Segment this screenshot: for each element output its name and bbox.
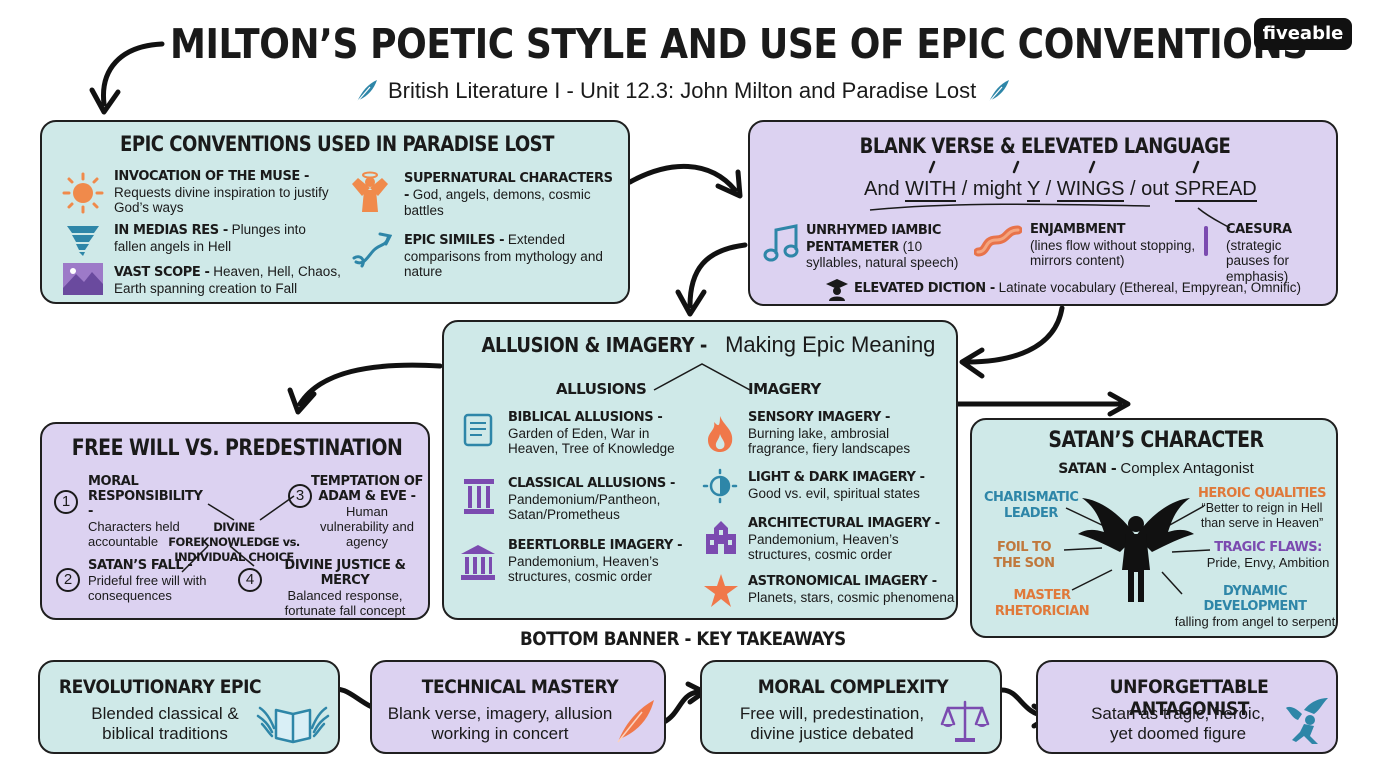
trait-heroic: HEROIC QUALITIES “Better to reign in Hel… [1197, 486, 1327, 530]
wave-icon [974, 225, 1022, 257]
subtitle-text: British Literature I - Unit 12.3: John M… [388, 78, 977, 103]
banner-heading: BOTTOM BANNER - KEY TAKEAWAYS [520, 628, 846, 650]
numbered-circle: 2 [56, 568, 80, 592]
angel-icon [352, 171, 388, 212]
imagery-sensory: SENSORY IMAGERY - Burning lake, ambrosia… [748, 410, 911, 456]
music-note-icon [763, 224, 799, 262]
column-heading-allusions: ALLUSIONS [556, 380, 647, 398]
falling-angel-icon [1286, 698, 1328, 744]
blank-verse-panel: BLANK VERSE & ELEVATED LANGUAGE And WITH… [748, 120, 1338, 306]
free-item-satan-fall: SATAN’S FALL - Prideful free will with c… [88, 558, 207, 603]
numbered-circle: 4 [238, 568, 262, 592]
star-icon [704, 574, 738, 607]
satan-subtitle: SATAN - Complex Antagonist [1058, 460, 1254, 477]
takeaway-card-technical: TECHNICAL MASTERY Blank verse, imagery, … [370, 660, 666, 754]
epic-item-supernatural: SUPERNATURAL CHARACTERS - God, angels, d… [404, 171, 613, 218]
winged-book-icon [256, 706, 330, 744]
scroll-document-icon [463, 413, 493, 447]
takeaway-card-antagonist: UNFORGETTABLE ANTAGONIST Satan as tragic… [1036, 660, 1338, 754]
allusion-imagery-panel: ALLUSION & IMAGERY - Making Epic Meaning… [442, 320, 958, 620]
numbered-circle: 3 [288, 484, 312, 508]
panel-title: EPIC CONVENTIONS USED IN PARADISE LOST [120, 132, 554, 156]
winged-figure-icon [1078, 498, 1194, 602]
panel-title: SATAN’S CHARACTER [1048, 428, 1264, 453]
scholar-icon [826, 279, 848, 301]
building-icon [706, 521, 736, 554]
epic-conventions-panel: EPIC CONVENTIONS USED IN PARADISE LOST I… [40, 120, 630, 304]
epic-item-similes: EPIC SIMILES - Extended comparisons from… [404, 232, 603, 279]
scroll-icon [352, 232, 392, 268]
free-will-panel: FREE WILL VS. PREDESTINATION 1 MORAL RES… [40, 422, 430, 620]
subtitle-row: British Literature I - Unit 12.3: John M… [352, 76, 1012, 106]
landscape-icon [63, 263, 103, 295]
center-concept: DIVINE FOREKNOWLEDGE vs. INDIVIDUAL CHOI… [168, 520, 300, 564]
blank-item-iambic: UNRHYMED IAMBIC PENTAMETER (10 syllables… [806, 223, 959, 270]
takeaway-card-moral: MORAL COMPLEXITY Free will, predestinati… [700, 660, 1002, 754]
bar-icon [1204, 226, 1208, 256]
free-item-temptation: TEMPTATION OF ADAM & EVE - Human vulnera… [310, 474, 424, 549]
free-item-divine-justice: DIVINE JUSTICE & MERCY Balanced response… [284, 558, 406, 618]
panel-title: FREE WILL VS. PREDESTINATION [71, 436, 403, 461]
flame-icon [708, 416, 733, 452]
trait-foil: FOIL TO THE SON [993, 540, 1055, 571]
column-heading-imagery: IMAGERY [748, 380, 821, 398]
tornado-icon [67, 226, 99, 256]
panel-title: BLANK VERSE & ELEVATED LANGUAGE [859, 134, 1231, 158]
epic-item-invocation: INVOCATION OF THE MUSE - Requests divine… [114, 169, 329, 215]
imagery-astronomical: ASTRONOMICAL IMAGERY - Planets, stars, c… [748, 574, 955, 605]
allusion-beertlorble: BEERTLORBLE IMAGERY - Pandemonium, Heave… [508, 538, 683, 584]
trait-charismatic: CHARISMATIC LEADER [984, 490, 1079, 521]
fiveable-logo: fiveable [1254, 18, 1352, 50]
satan-figure [1063, 498, 1211, 602]
trait-dynamic: DYNAMIC DEVELOPMENT falling from angel t… [1174, 584, 1336, 629]
numbered-circle: 1 [54, 490, 78, 514]
epic-item-medias-res: IN MEDIAS RES - Plunges into fallen ange… [114, 222, 306, 254]
page-title: MILTON’S POETIC STYLE AND USE OF EPIC CO… [170, 20, 1308, 68]
scales-icon [940, 700, 990, 742]
quill-icon [617, 700, 654, 743]
imagery-architectural: ARCHITECTURAL IMAGERY - Pandemonium, Hea… [748, 516, 940, 562]
satan-character-panel: SATAN’S CHARACTER SATAN - Complex Antago… [970, 418, 1338, 638]
column-icon [464, 479, 494, 514]
epic-item-vast-scope: VAST SCOPE - Heaven, Hell, Chaos, Earth … [114, 264, 341, 296]
allusion-classical: CLASSICAL ALLUSIONS - Pandemonium/Panthe… [508, 476, 676, 522]
half-sun-icon [702, 468, 738, 504]
scansion-line: And WITH / might Y / WINGS / out SPREAD [864, 178, 1257, 202]
branch-lines [653, 363, 751, 391]
trait-tragic: TRAGIC FLAWS: Pride, Envy, Ambition [1206, 540, 1330, 570]
feather-icon [356, 80, 377, 103]
blank-item-enjambment: ENJAMBMENT (lines flow without stopping,… [1030, 222, 1196, 268]
blank-item-caesura: CAESURA (strategic pauses for emphasis) [1226, 222, 1292, 284]
free-item-moral: MORAL RESPONSIBILITY - Characters held a… [88, 474, 203, 549]
feather-icon [988, 80, 1010, 103]
trait-master: MASTER RHETORICIAN [994, 588, 1090, 619]
temple-icon [461, 545, 495, 580]
imagery-light-dark: LIGHT & DARK IMAGERY - Good vs. evil, sp… [748, 470, 925, 501]
panel-title: ALLUSION & IMAGERY - Making Epic Meaning [481, 332, 936, 357]
sun-icon [62, 172, 104, 214]
takeaway-card-revolutionary: REVOLUTIONARY EPIC Blended classical & b… [38, 660, 340, 754]
blank-item-diction: ELEVATED DICTION - Latinate vocabulary (… [854, 280, 1302, 296]
allusion-biblical: BIBLICAL ALLUSIONS - Garden of Eden, War… [508, 410, 675, 456]
stress-marks [869, 160, 1231, 229]
